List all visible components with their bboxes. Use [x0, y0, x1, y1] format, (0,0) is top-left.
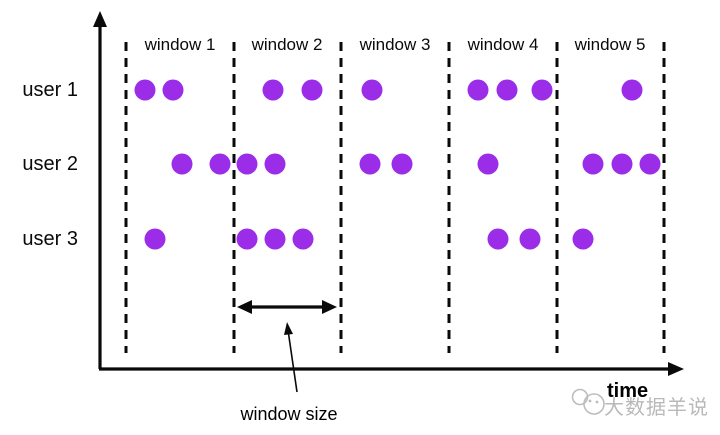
event-dot	[134, 79, 156, 101]
event-dot	[144, 228, 166, 250]
window-1-label: window 1	[144, 35, 216, 54]
pointer-line	[287, 329, 298, 393]
window-4-label: window 4	[467, 35, 539, 54]
watermark-text: 大数据羊说	[604, 397, 709, 419]
watermark-logo-eye	[588, 399, 592, 403]
window-boundaries	[124, 42, 666, 353]
pointer-arrowhead-icon	[284, 322, 293, 335]
event-dot	[264, 153, 286, 175]
event-dot	[519, 228, 541, 250]
window-size-arrow	[237, 300, 337, 314]
y-axis-arrowhead-icon	[93, 11, 107, 27]
watermark-logo-eye	[595, 400, 599, 404]
event-dot	[264, 228, 286, 250]
event-dot	[611, 153, 633, 175]
watermark-logo-blob	[571, 388, 589, 406]
time-axis-arrowhead-icon	[668, 362, 684, 376]
event-dot	[209, 153, 231, 175]
watermark-logo-blob	[583, 393, 605, 415]
event-dot	[236, 153, 258, 175]
event-dot	[359, 153, 381, 175]
event-dot	[171, 153, 193, 175]
event-dots	[134, 79, 661, 250]
event-dot	[621, 79, 643, 101]
event-dot	[292, 228, 314, 250]
time-axis-label: time	[607, 380, 649, 402]
event-dot	[467, 79, 489, 101]
event-dot	[301, 79, 323, 101]
window-size-arrowhead-left-icon	[237, 300, 252, 314]
window-3-label: window 3	[359, 35, 431, 54]
event-dot	[391, 153, 413, 175]
event-dot	[236, 228, 258, 250]
event-dot	[162, 79, 184, 101]
user-3-label: user 3	[22, 228, 78, 250]
watermark-logo-icon	[571, 388, 605, 415]
user-2-label: user 2	[22, 153, 78, 175]
window-2-label: window 2	[251, 35, 323, 54]
event-dot	[487, 228, 509, 250]
window-size-label: window size	[240, 404, 338, 424]
window-5-label: window 5	[574, 35, 646, 54]
event-dot	[262, 79, 284, 101]
window-size-arrowhead-right-icon	[322, 300, 337, 314]
event-dot	[477, 153, 499, 175]
event-dot	[496, 79, 518, 101]
event-dot	[572, 228, 594, 250]
window-size-pointer-arrow	[284, 322, 298, 393]
event-dot	[531, 79, 553, 101]
event-dot	[361, 79, 383, 101]
event-dot	[639, 153, 661, 175]
event-dot	[582, 153, 604, 175]
user-1-label: user 1	[22, 79, 78, 101]
